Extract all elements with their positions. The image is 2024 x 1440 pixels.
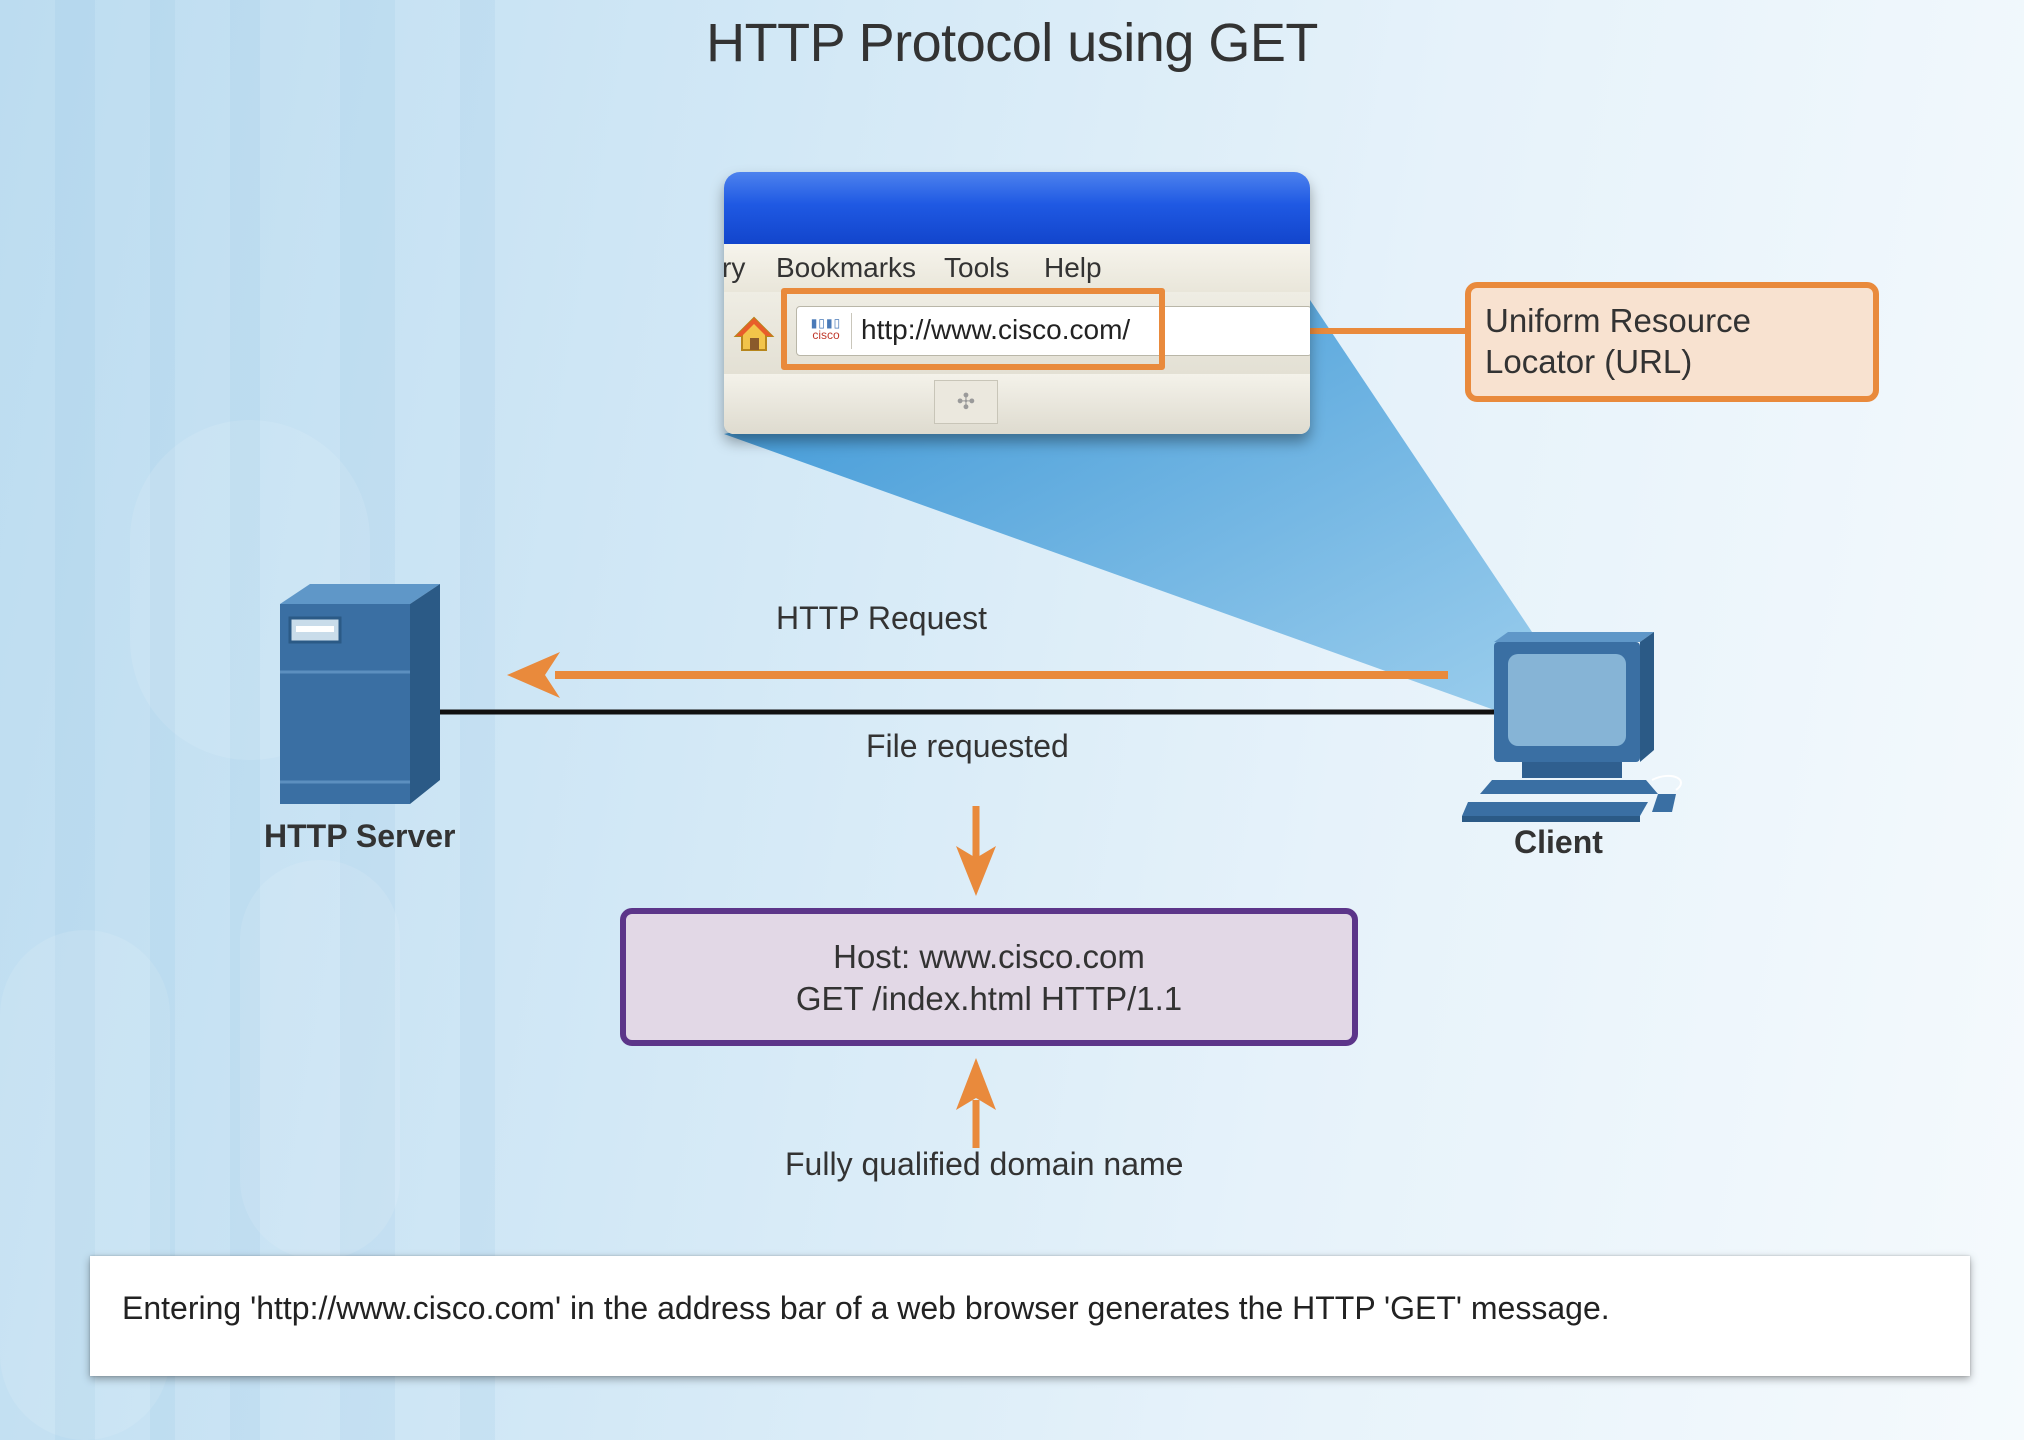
address-bar-url: http://www.cisco.com/ xyxy=(861,314,1131,345)
http-request-arrow-head xyxy=(507,652,560,698)
address-bar-input[interactable]: ▮▯▮▯ cisco http://www.cisco.com/ xyxy=(796,306,1310,356)
background-stripe xyxy=(230,0,260,1440)
request-get-line: GET /index.html HTTP/1.1 xyxy=(795,980,1183,1017)
caption-text: Entering 'http://www.cisco.com' in the a… xyxy=(122,1290,1610,1326)
client-label: Client xyxy=(1514,824,1603,860)
url-callout: Uniform Resource Locator (URL) xyxy=(1465,282,1879,402)
menu-item-tools[interactable]: Tools xyxy=(944,252,1010,283)
home-icon[interactable] xyxy=(732,312,776,356)
menu-item-bookmarks[interactable]: Bookmarks xyxy=(776,252,917,283)
url-callout-line2: Locator (URL) xyxy=(1485,343,1693,380)
browser-statusbar: ✣ xyxy=(724,374,1310,434)
fqdn-label: Fully qualified domain name xyxy=(785,1146,1184,1182)
background-stripe xyxy=(150,0,175,1440)
menu-item-help[interactable]: Help xyxy=(1044,252,1102,283)
client-computer-icon xyxy=(1462,632,1682,822)
browser-titlebar xyxy=(724,172,1310,244)
background-stripe xyxy=(460,0,495,1440)
browser-window: ry Bookmarks Tools Help ▮▯▮▯ cisco http:… xyxy=(724,172,1310,434)
file-requested-arrow-head xyxy=(956,846,996,896)
background-stripe xyxy=(55,0,95,1440)
url-callout-line1: Uniform Resource xyxy=(1485,302,1751,339)
diagram-title: HTTP Protocol using GET xyxy=(706,13,1318,73)
fqdn-arrow-head xyxy=(956,1058,996,1110)
http-get-message-box: Host: www.cisco.com GET /index.html HTTP… xyxy=(620,908,1358,1046)
site-favicon-icon: ▮▯▮▯ cisco xyxy=(810,316,842,342)
server-label: HTTP Server xyxy=(264,818,456,854)
status-bar-button[interactable]: ✣ xyxy=(934,380,998,424)
caption-box: Entering 'http://www.cisco.com' in the a… xyxy=(90,1256,1970,1376)
request-host-line: Host: www.cisco.com xyxy=(833,938,1145,975)
file-requested-label: File requested xyxy=(866,728,1069,764)
menu-item-history[interactable]: ry xyxy=(724,252,746,283)
background-blob xyxy=(240,860,400,1260)
url-highlight-frame xyxy=(781,288,1165,370)
browser-menubar: ry Bookmarks Tools Help xyxy=(724,244,1310,292)
server-icon xyxy=(280,584,440,804)
browser-toolbar: ▮▯▮▯ cisco http://www.cisco.com/ xyxy=(724,292,1310,374)
http-request-label: HTTP Request xyxy=(776,600,988,636)
